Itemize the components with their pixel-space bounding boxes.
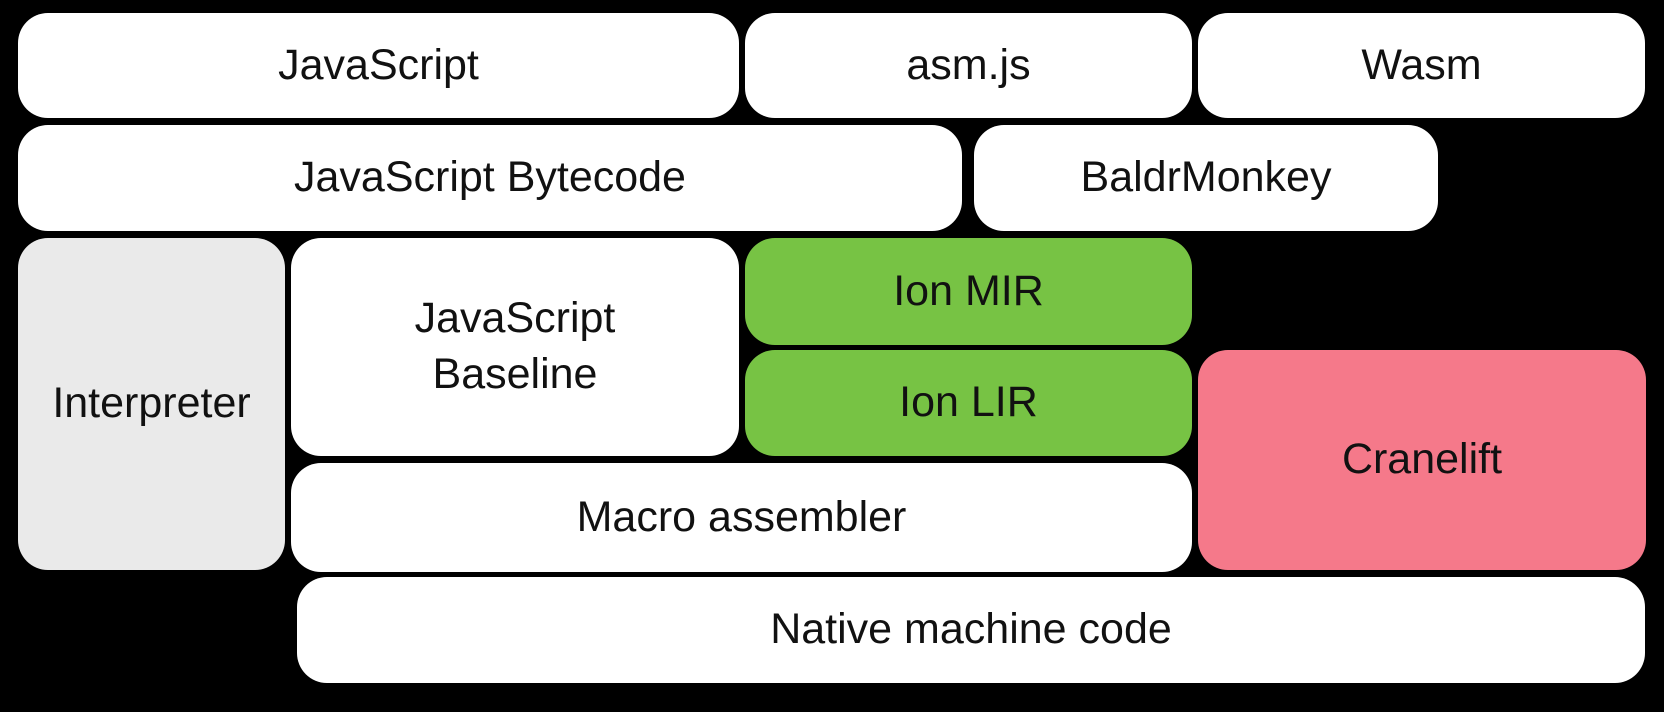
block-asm-js: asm.js (745, 13, 1192, 118)
block-ion-lir: Ion LIR (745, 350, 1192, 456)
block-macro-assembler: Macro assembler (291, 463, 1192, 572)
block-baldrmonkey-label: BaldrMonkey (1080, 153, 1332, 202)
block-interpreter-label: Interpreter (52, 379, 251, 428)
block-wasm-label: Wasm (1361, 40, 1482, 89)
block-ion-mir: Ion MIR (745, 238, 1192, 345)
block-ion-lir-label: Ion LIR (899, 378, 1038, 427)
block-cranelift: Cranelift (1198, 350, 1646, 570)
block-native-machine-code-label: Native machine code (770, 605, 1172, 654)
block-javascript-label: JavaScript (278, 40, 479, 89)
block-native-machine-code: Native machine code (297, 577, 1645, 683)
block-ion-mir-label: Ion MIR (893, 266, 1044, 315)
block-javascript-baseline: JavaScript Baseline (291, 238, 739, 456)
block-asm-js-label: asm.js (906, 40, 1031, 89)
block-javascript-bytecode-label: JavaScript Bytecode (294, 153, 686, 202)
block-macro-assembler-label: Macro assembler (576, 492, 907, 541)
block-wasm: Wasm (1198, 13, 1645, 118)
block-cranelift-label: Cranelift (1341, 435, 1503, 484)
block-interpreter: Interpreter (18, 238, 285, 570)
block-javascript-baseline-label: JavaScript Baseline (414, 294, 616, 398)
block-javascript-bytecode: JavaScript Bytecode (18, 125, 962, 231)
block-baldrmonkey: BaldrMonkey (974, 125, 1438, 231)
block-javascript: JavaScript (18, 13, 739, 118)
